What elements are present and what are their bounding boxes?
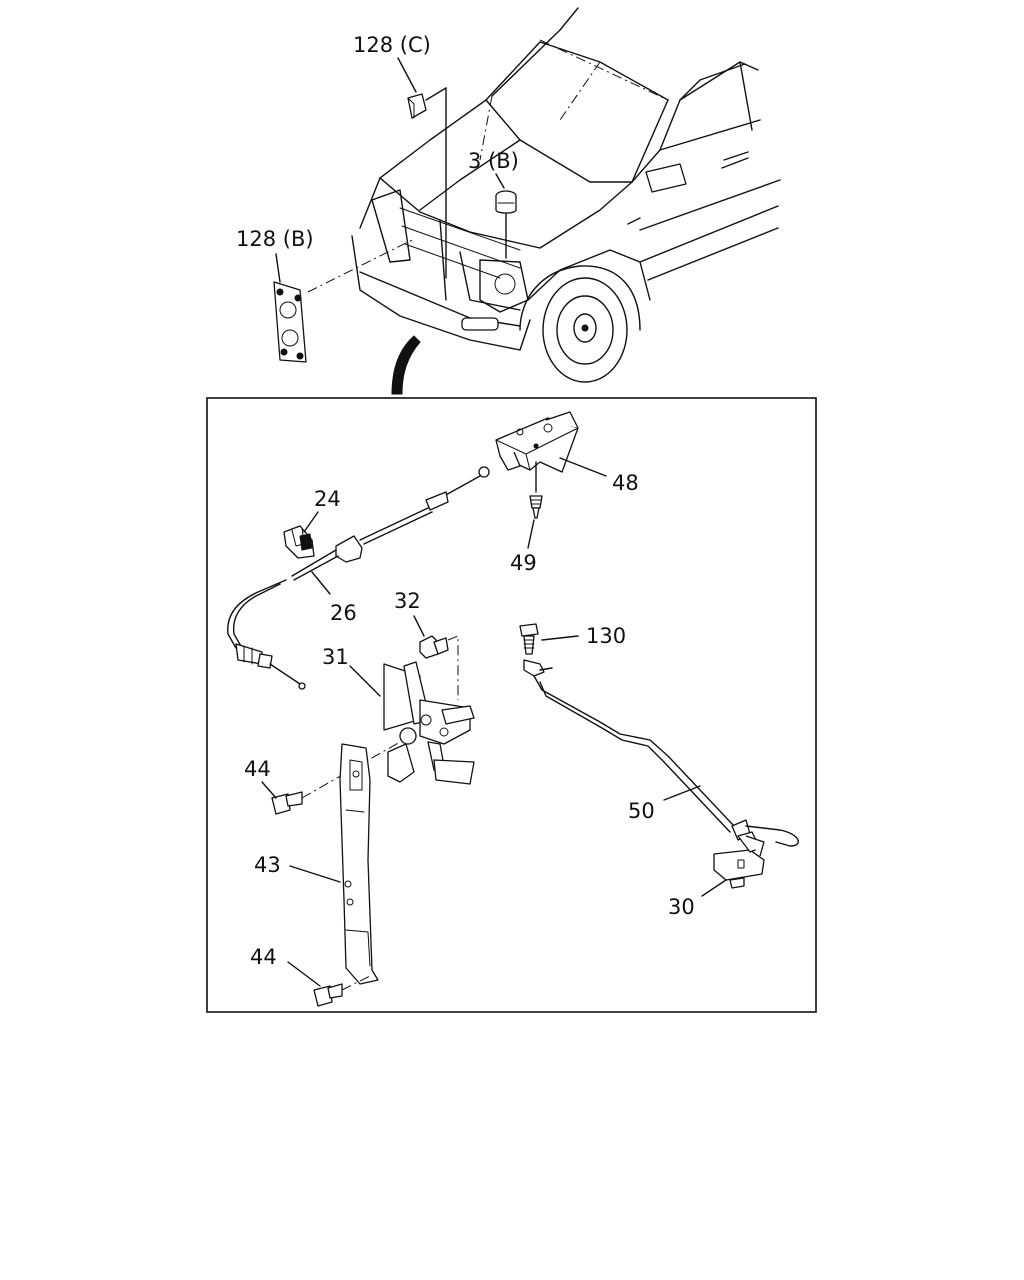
- part-44-lower-bolt: [313, 975, 371, 1007]
- part-128b-plate: [273, 239, 413, 363]
- vehicle-overview: [351, 7, 781, 383]
- leader-44b: [287, 961, 321, 987]
- leader-48: [559, 457, 607, 477]
- part-49-screw: [529, 495, 543, 519]
- leader-26: [311, 571, 331, 595]
- part-44-upper-bolt: [271, 741, 401, 815]
- callout-130: 130: [586, 624, 626, 648]
- leader-128b: [275, 253, 281, 283]
- part-31-hood-latch: [383, 661, 475, 785]
- part-3b-stopper: [495, 190, 517, 259]
- part-130-bolt: [519, 623, 539, 655]
- callout-44b: 44: [250, 945, 277, 969]
- part-43-lock-support: [339, 743, 379, 985]
- leader-43: [289, 865, 341, 883]
- leader-32: [413, 615, 425, 637]
- leader-128c: [397, 57, 417, 93]
- callout-3b: 3 (B): [468, 149, 519, 173]
- detail-frame: [206, 397, 817, 1013]
- part-26-release-cable: [227, 466, 490, 690]
- callout-43: 43: [254, 853, 281, 877]
- part-24-clip: [283, 525, 315, 559]
- part-32-bolt: [419, 635, 459, 700]
- part-30-holder: [713, 831, 765, 889]
- callout-32: 32: [394, 589, 421, 613]
- detail-arrow: [391, 335, 421, 395]
- callout-48: 48: [612, 471, 639, 495]
- callout-26: 26: [330, 601, 357, 625]
- leader-44a: [261, 781, 277, 799]
- callout-30: 30: [668, 895, 695, 919]
- leader-49: [527, 519, 535, 549]
- callout-49: 49: [510, 551, 537, 575]
- leader-24: [303, 511, 319, 533]
- callout-31: 31: [322, 645, 349, 669]
- leader-31: [349, 665, 381, 697]
- callout-50: 50: [628, 799, 655, 823]
- leader-130: [541, 635, 579, 641]
- callout-128b: 128 (B): [236, 227, 314, 251]
- callout-44a: 44: [244, 757, 271, 781]
- leader-50: [663, 785, 701, 801]
- part-128c-clip: [407, 87, 447, 279]
- part-48-striker-bracket: [495, 411, 579, 493]
- part-50-support-rod: [523, 659, 799, 847]
- callout-24: 24: [314, 487, 341, 511]
- callout-128c: 128 (C): [353, 33, 431, 57]
- leader-30: [701, 879, 727, 897]
- leader-3b: [495, 173, 505, 189]
